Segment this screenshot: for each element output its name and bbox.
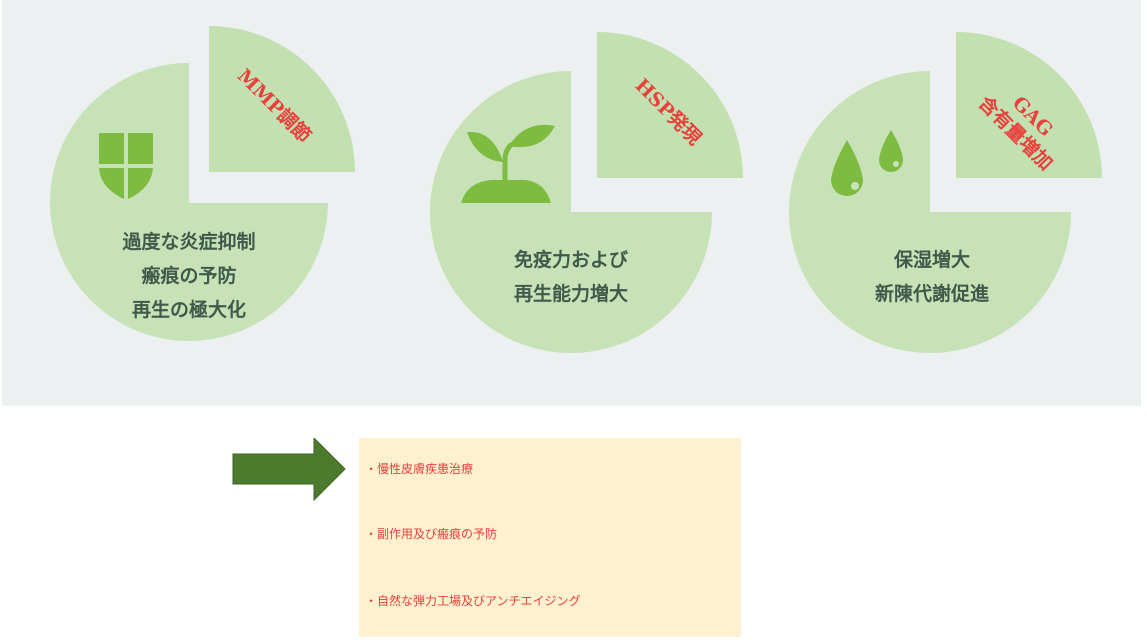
card-line: 免疫力および <box>513 249 628 271</box>
card-line: 保湿増大 <box>893 249 970 271</box>
card-description: 過度な炎症抑制 瘢痕の予防 再生の極大化 <box>89 225 289 327</box>
pie-graphic <box>430 32 743 353</box>
card-description: 保湿増大 新陳代謝促進 <box>832 243 1032 311</box>
note-item: ・副作用及び瘢痕の予防 <box>365 527 498 541</box>
card-line: 再生能力増大 <box>513 283 628 305</box>
card-line: 再生の極大化 <box>131 299 246 321</box>
card-line: 過度な炎症抑制 <box>122 231 256 253</box>
feature-card-mmp: MMP調節 過度な炎症抑制 瘢痕の予防 再生の極大化 <box>49 0 379 360</box>
shield-icon <box>99 133 153 200</box>
note-item: ・慢性皮膚疾患治療 <box>365 462 474 476</box>
feature-card-gag: GAG 含有量増加 保湿増大 新陳代謝促進 <box>789 0 1119 360</box>
feature-card-hsp: HSP発現 免疫力および 再生能力増大 <box>427 0 757 360</box>
feature-panel: MMP調節 過度な炎症抑制 瘢痕の予防 再生の極大化 HSP発現 免疫力および … <box>2 0 1141 406</box>
card-line: 新陳代謝促進 <box>874 283 989 305</box>
pie-graphic <box>789 32 1102 353</box>
note-item: ・自然な弾力工場及びアンチエイジング <box>365 594 581 608</box>
notes-box: ・慢性皮膚疾患治療 ・副作用及び瘢痕の予防 ・自然な弾力工場及びアンチエイジング <box>359 438 741 637</box>
arrow-right-icon <box>232 438 346 502</box>
card-line: 瘢痕の予防 <box>141 265 237 287</box>
water-drops-icon <box>831 130 903 196</box>
sprout-icon <box>461 124 555 203</box>
card-description: 免疫力および 再生能力増大 <box>471 243 671 311</box>
pie-graphic <box>50 26 355 341</box>
